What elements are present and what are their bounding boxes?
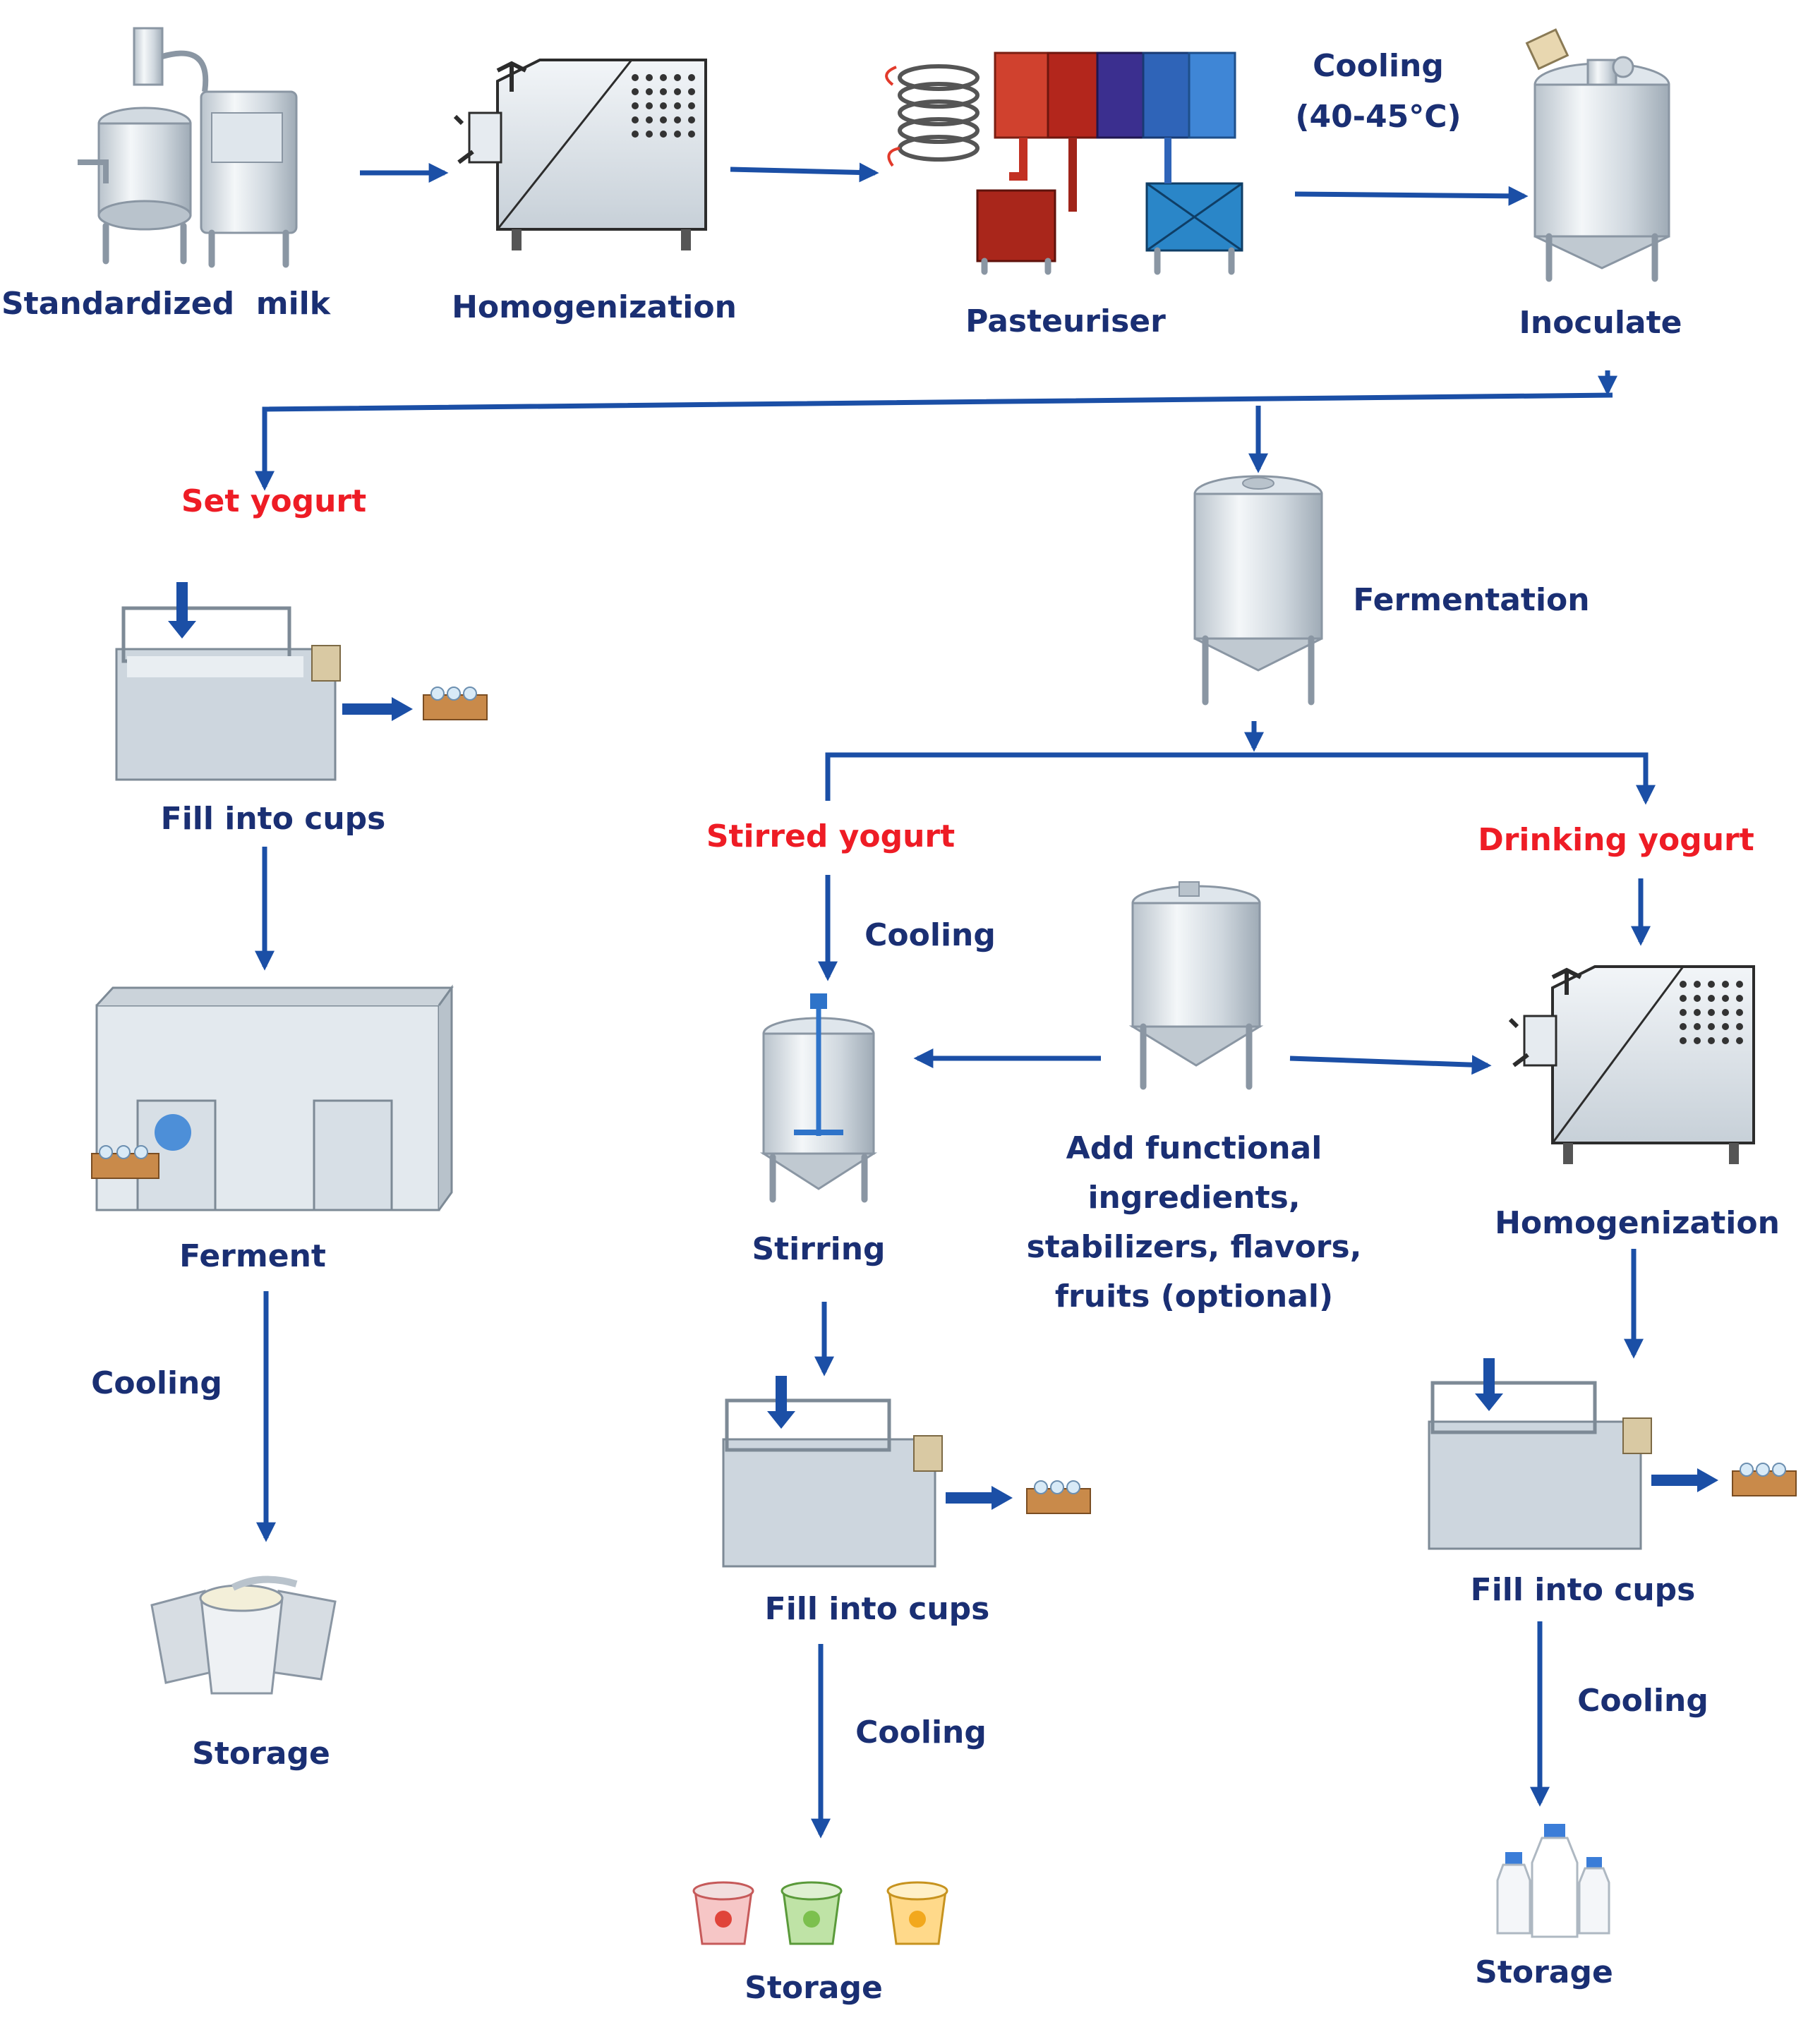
label-fermentation: Fermentation [1353,582,1589,618]
label-set-fill-into-cups: Fill into cups [161,801,386,837]
stirring-tank-icon [759,993,878,1203]
pasteuriser-icon [885,52,1243,275]
label-stirred-yogurt: Stirred yogurt [706,818,955,854]
label-inoculate: Inoculate [1519,305,1682,341]
label-stirring: Stirring [752,1231,885,1267]
label-stirred-storage: Storage [745,1970,883,2006]
label-stirred-cooling-1: Cooling [864,917,996,953]
label-homogenization-drinking: Homogenization [1495,1205,1780,1241]
flow-arrows [255,162,1656,1839]
label-stirred-fill-into-cups: Fill into cups [765,1591,990,1627]
ingredient-tank-icon [1128,881,1264,1090]
label-additives-line4: fruits (optional) [1055,1278,1333,1314]
cup-filler-icon [1428,1358,1797,1550]
yogurt-cups-icon [150,1576,337,1695]
label-drinking-yogurt: Drinking yogurt [1478,822,1754,858]
standardizer-machine-icon [78,27,298,268]
label-additives-line1: Add functional [1066,1130,1322,1166]
fermentation-tank-icon [1193,475,1323,706]
homogenizer-icon [1508,965,1755,1164]
label-additives-line2: ingredients, [1087,1180,1300,1216]
label-pasteuriser: Pasteuriser [965,303,1166,339]
label-additives-line3: stabilizers, flavors, [1027,1229,1362,1265]
label-set-cooling: Cooling [91,1365,222,1401]
homogenizer-icon [453,59,707,250]
label-cooling-top: Cooling [1313,48,1444,84]
flavored-cups-icon [692,1881,948,1945]
label-stirred-cooling-2: Cooling [855,1714,987,1750]
label-standardized-milk: Standardized milk [1,286,332,322]
inoculation-tank-icon [1525,28,1670,282]
label-ferment: Ferment [179,1238,326,1274]
label-cooling-temperature: (40-45°C) [1295,99,1461,135]
fermenting-room-icon [91,984,454,1211]
cup-filler-icon [115,582,488,781]
cup-filler-icon [722,1376,1091,1568]
label-set-storage: Storage [192,1736,330,1772]
label-drinking-storage: Storage [1475,1954,1613,1990]
milk-bottles-icon [1496,1824,1610,1938]
label-drinking-fill-into-cups: Fill into cups [1471,1572,1696,1608]
label-homogenization-top: Homogenization [452,289,737,325]
label-drinking-cooling: Cooling [1577,1683,1708,1719]
label-set-yogurt: Set yogurt [181,483,366,519]
